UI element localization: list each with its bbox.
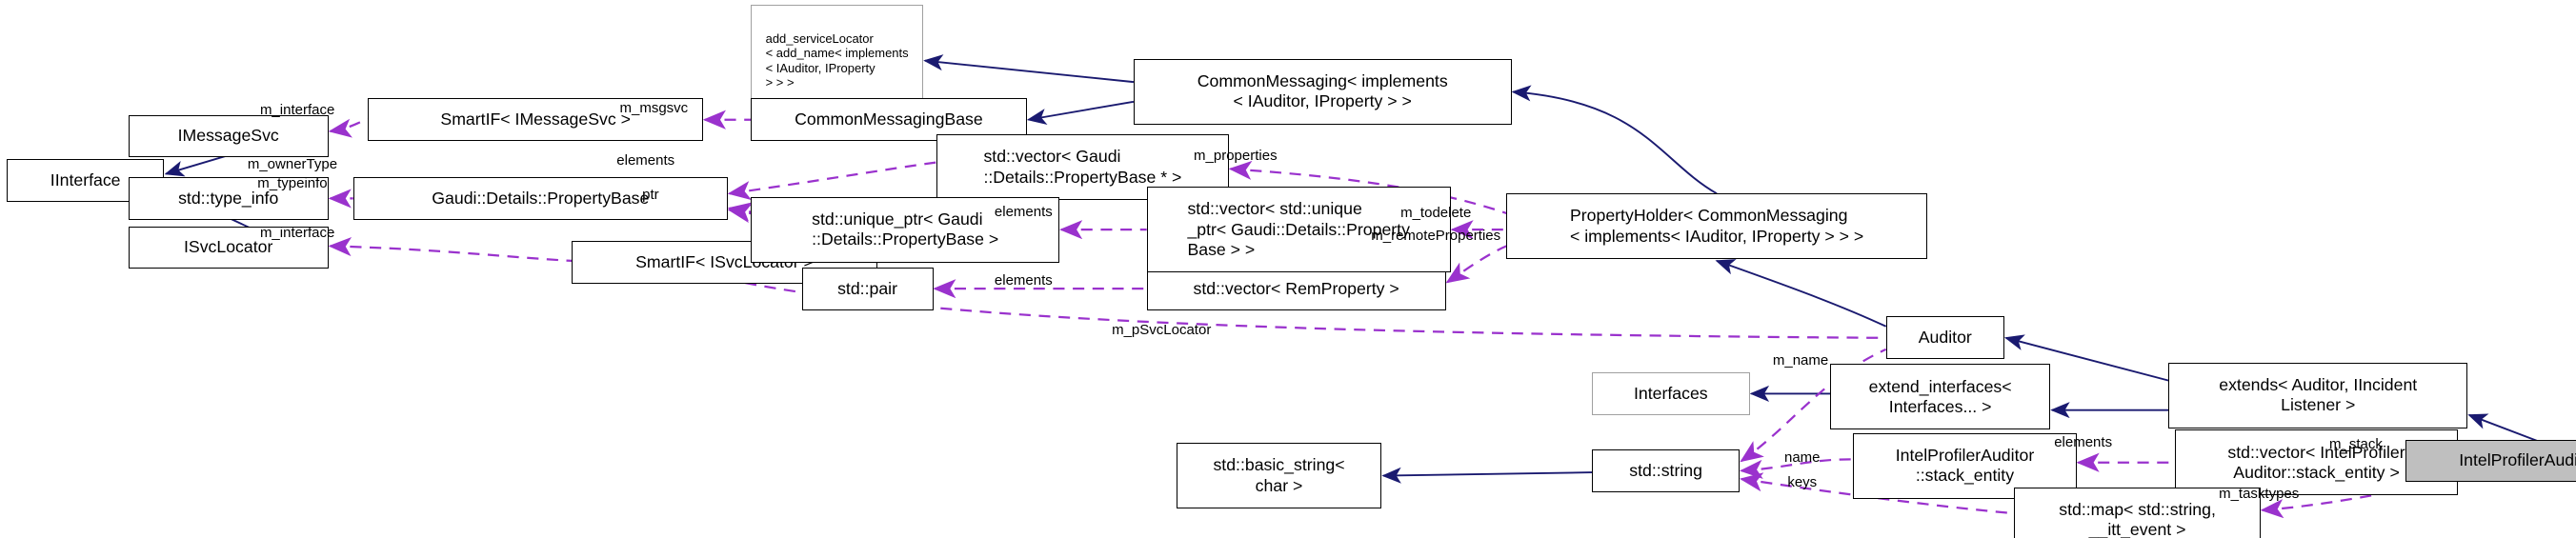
class-node-typeinfo[interactable]: std::type_info (128, 177, 329, 220)
class-node-propertybase[interactable]: Gaudi::Details::PropertyBase (352, 177, 728, 220)
edge-label-m_interface_2: m_interface (259, 224, 335, 241)
class-node-basic-string[interactable]: std::basic_string< char > (1176, 443, 1382, 508)
class-node-interfaces[interactable]: Interfaces (1592, 372, 1750, 415)
class-node-uniqueptr-propbase[interactable]: std::unique_ptr< Gaudi ::Details::Proper… (751, 196, 1060, 263)
class-node-vec-uniqueptr[interactable]: std::vector< std::unique _ptr< Gaudi::De… (1146, 187, 1451, 272)
class-node-stdpair[interactable]: std::pair (801, 267, 934, 310)
edge-label-elements_1: elements (616, 152, 675, 169)
class-node-imessagesvc[interactable]: IMessageSvc (128, 114, 329, 158)
class-node-propertyholder[interactable]: PropertyHolder< CommonMessaging < implem… (1506, 193, 1927, 260)
edge-label-m_tasktypes: m_tasktypes (2219, 485, 2300, 502)
edge-label-m_psvclocator: m_pSvcLocator (1112, 321, 1212, 338)
class-node-map-itt-event[interactable]: std::map< std::string, __itt_event > (2014, 487, 2261, 538)
class-node-vec-propbase-ptr[interactable]: std::vector< Gaudi ::Details::PropertyBa… (936, 134, 1229, 201)
class-node-stdstring[interactable]: std::string (1592, 448, 1741, 492)
class-node-isvclocator[interactable]: ISvcLocator (128, 226, 329, 269)
class-node-extend-interfaces[interactable]: extend_interfaces< Interfaces... > (1830, 364, 2051, 430)
edge-label-name: name (1783, 448, 1821, 466)
edge-label-keys: keys (1787, 473, 1818, 490)
class-node-commonmsgbase[interactable]: CommonMessagingBase (751, 98, 1027, 142)
class-node-extends-auditor[interactable]: extends< Auditor, IIncident Listener > (2168, 362, 2468, 428)
edge-label-elements_3: elements (994, 271, 1053, 289)
edge-label-m_ownertype: m_ownerType (247, 155, 338, 172)
class-node-add-servicelocator[interactable]: add_serviceLocator < add_name< implement… (751, 5, 924, 117)
class-node-auditor[interactable]: Auditor (1885, 316, 2004, 360)
edge-label-m_todelete: m_todelete (1400, 205, 1472, 222)
edge-label-m_remoteproperties: m_remoteProperties (1371, 228, 1501, 245)
edge-label-m_msgsvc: m_msgsvc (619, 100, 689, 117)
edge-label-m_stack: m_stack (2328, 436, 2383, 453)
edge-label-m_properties: m_properties (1194, 148, 1278, 165)
edge-label-ptr: ptr (642, 187, 659, 204)
edge-label-elements_4: elements (2054, 434, 2113, 451)
class-node-smartif-imsgsvc[interactable]: SmartIF< IMessageSvc > (368, 98, 704, 142)
class-node-intelprofilerauditor[interactable]: IntelProfilerAuditor (2405, 439, 2576, 483)
edge-label-m_interface_1: m_interface (259, 101, 335, 118)
edge-label-m_name: m_name (1772, 352, 1829, 369)
class-node-commonmessaging[interactable]: CommonMessaging< implements < IAuditor, … (1133, 59, 1512, 125)
class-node-stack-entity[interactable]: IntelProfilerAuditor ::stack_entity (1853, 432, 2077, 499)
class-node-vec-remproperty[interactable]: std::vector< RemProperty > (1146, 267, 1446, 310)
edge-label-elements_2: elements (994, 203, 1053, 220)
edge-label-m_typeinfo: m_typeinfo (257, 175, 328, 192)
